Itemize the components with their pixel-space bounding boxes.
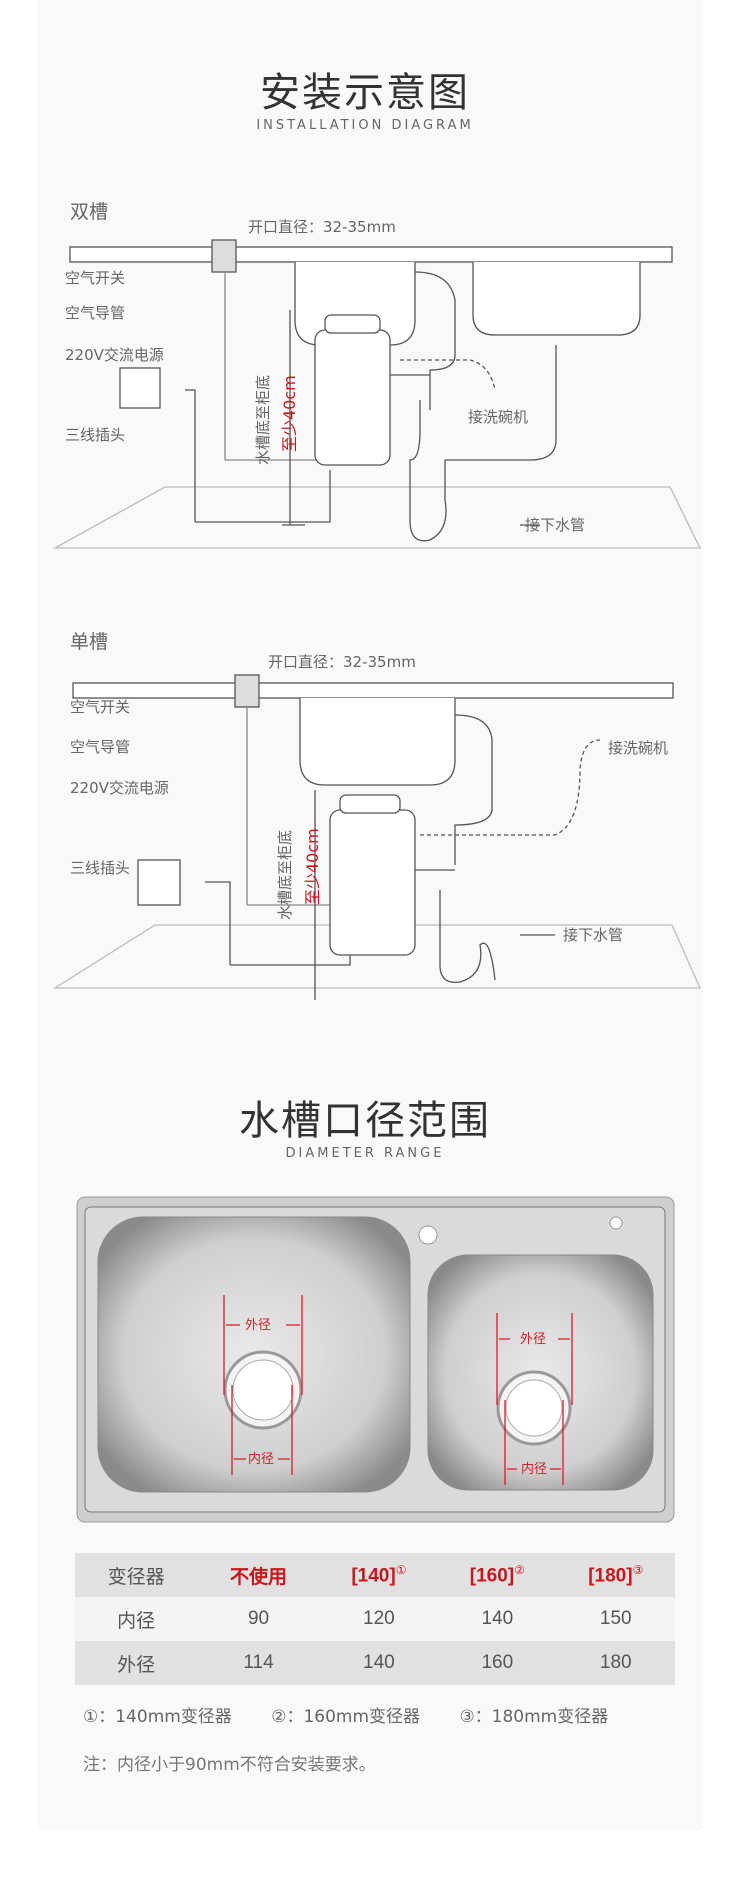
disposer-body [329, 809, 416, 956]
table-header: 变径器 不使用 [140]① [160]② [180]③ [75, 1553, 675, 1597]
footnotes: ①：140mm变径器 ②：160mm变径器 ③：180mm变径器 [83, 1702, 642, 1727]
height-label: 水槽底至柜底 [254, 375, 272, 465]
power-label: 220V交流电源 [70, 779, 169, 797]
footnote-mark: ① [395, 1562, 407, 1577]
inner-diameter-label-left: 内径 [248, 1451, 274, 1467]
footnote: ②：160mm变径器 [271, 1707, 421, 1727]
double-sink-diagram: 双槽 开口直径：32-35mm 空气开关 空气导管 220V交流电源 三线插头 … [52, 201, 702, 549]
min-height-label: 至少40cm [303, 828, 322, 905]
inner-diameter-label-right: 内径 [521, 1461, 547, 1477]
outer-diameter-label-left: 外径 [245, 1318, 271, 1333]
dishwasher-label: 接洗碗机 [468, 408, 528, 426]
header-text: [160] [469, 1565, 515, 1587]
footnote: ①：140mm变径器 [83, 1707, 232, 1727]
section-title-diameter: 水槽口径范围 [239, 1098, 491, 1144]
header-cell: [180]③ [556, 1553, 675, 1597]
table-cell: 140 [438, 1597, 557, 1641]
footnote-mark: ② [514, 1562, 525, 1577]
dishwasher-label: 接洗碗机 [608, 739, 668, 757]
section-subtitle-diameter: DIAMETER RANGE [285, 1146, 445, 1161]
footnote-mark: ③ [632, 1562, 644, 1577]
sink-bowl [299, 698, 456, 786]
table-cell: 120 [319, 1597, 439, 1641]
air-switch-label: 空气开关 [65, 269, 125, 287]
footnote: ③：180mm变径器 [459, 1707, 609, 1727]
row-label: 内径 [75, 1597, 198, 1641]
header-cell: [160]② [438, 1553, 557, 1597]
header-text: [140] [351, 1565, 396, 1587]
header-cell: 不使用 [197, 1553, 320, 1597]
row-label: 外径 [75, 1641, 198, 1685]
drain-label: 接下水管 [563, 926, 623, 944]
header-text: [180] [588, 1565, 633, 1587]
air-switch [234, 674, 260, 708]
disposer-body [314, 329, 391, 466]
outlet [119, 367, 161, 409]
header-cell: 变径器 [75, 1553, 198, 1597]
single-sink-diagram: 单槽 开口直径：32-35mm 空气开关 空气导管 220V交流电源 三线插头 … [52, 631, 702, 1000]
drain-label: 接下水管 [525, 516, 585, 534]
countertop [72, 682, 674, 699]
power-label: 220V交流电源 [65, 346, 164, 364]
table-cell: 114 [197, 1641, 320, 1685]
opening-label: 开口直径：32-35mm [268, 653, 416, 671]
air-tube-label: 空气导管 [65, 304, 125, 322]
height-label: 水槽底至柜底 [276, 830, 294, 920]
cabinet-floor [52, 924, 702, 989]
cabinet-floor [52, 486, 702, 549]
min-height-label: 至少40cm [280, 375, 299, 452]
air-switch [211, 239, 237, 273]
diagram-heading: 单槽 [70, 631, 108, 653]
install-note: 注：内径小于90mm不符合安装要求。 [83, 1755, 376, 1775]
air-switch-label: 空气开关 [70, 698, 130, 716]
sink-bowl-right [472, 262, 641, 336]
diagram-heading: 双槽 [70, 201, 108, 223]
plug-label: 三线插头 [65, 426, 125, 444]
table-row: 外径 114 140 160 180 [75, 1641, 675, 1685]
countertop [69, 246, 673, 263]
table-cell: 150 [556, 1597, 675, 1641]
section-subtitle-installation: INSTALLATION DIAGRAM [256, 118, 474, 133]
air-tube-label: 空气导管 [70, 738, 130, 756]
table-cell: 160 [438, 1641, 557, 1685]
sink-photo: 外径 内径 外径 内径 [76, 1196, 675, 1523]
reducer-table: 变径器 不使用 [140]① [160]② [180]③ 内径 90 120 1… [75, 1553, 675, 1685]
opening-label: 开口直径：32-35mm [248, 218, 396, 236]
table-cell: 140 [319, 1641, 439, 1685]
outer-diameter-label-right: 外径 [520, 1332, 546, 1347]
table-row: 内径 90 120 140 150 [75, 1597, 675, 1641]
header-cell: [140]① [319, 1553, 439, 1597]
section-title-installation: 安装示意图 [260, 70, 470, 116]
outlet [137, 859, 181, 906]
table-cell: 180 [556, 1641, 675, 1685]
table-cell: 90 [197, 1597, 320, 1641]
plug-label: 三线插头 [70, 859, 130, 877]
